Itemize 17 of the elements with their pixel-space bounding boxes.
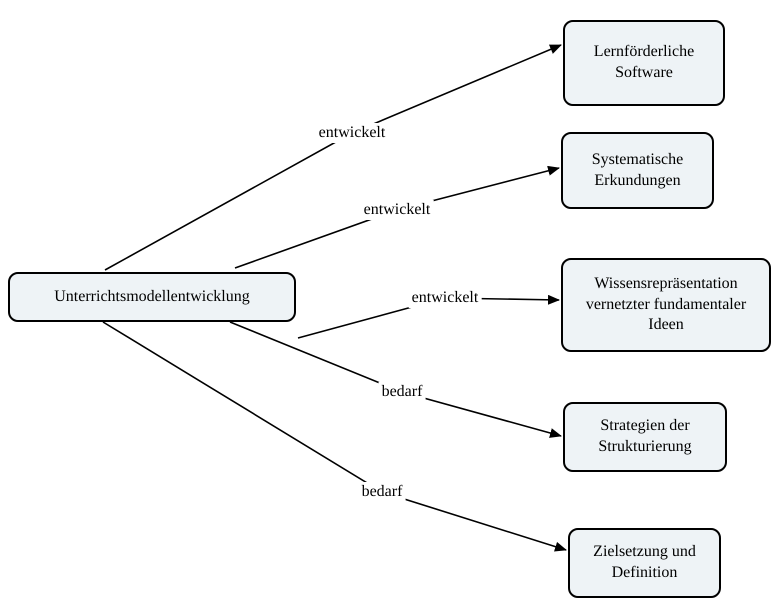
- concept-text: Wissensrepräsentation vernetzter fundamentaler Ideen: [585, 274, 747, 336]
- edge-label: bedarf: [378, 382, 426, 402]
- concept-box: [563, 402, 727, 472]
- concept-box: [563, 20, 725, 106]
- edge-label: bedarf: [358, 482, 406, 502]
- concept-text: Lernförderliche Software: [592, 42, 696, 83]
- concept-text: Unterrichtsmodellentwicklung: [54, 286, 250, 307]
- concept-box: [568, 528, 721, 598]
- concept-box: [561, 132, 714, 209]
- concept-text: Systematische Erkundungen: [590, 150, 684, 190]
- edge-label: entwickelt: [408, 288, 482, 308]
- concept-box: [561, 258, 771, 352]
- concept-box: [8, 272, 296, 322]
- arrow: [102, 321, 567, 552]
- concept-text: Strategien der Strukturierung: [597, 416, 693, 457]
- concept-text: Zielsetzung und Definition: [592, 542, 697, 583]
- arrow: [104, 44, 562, 271]
